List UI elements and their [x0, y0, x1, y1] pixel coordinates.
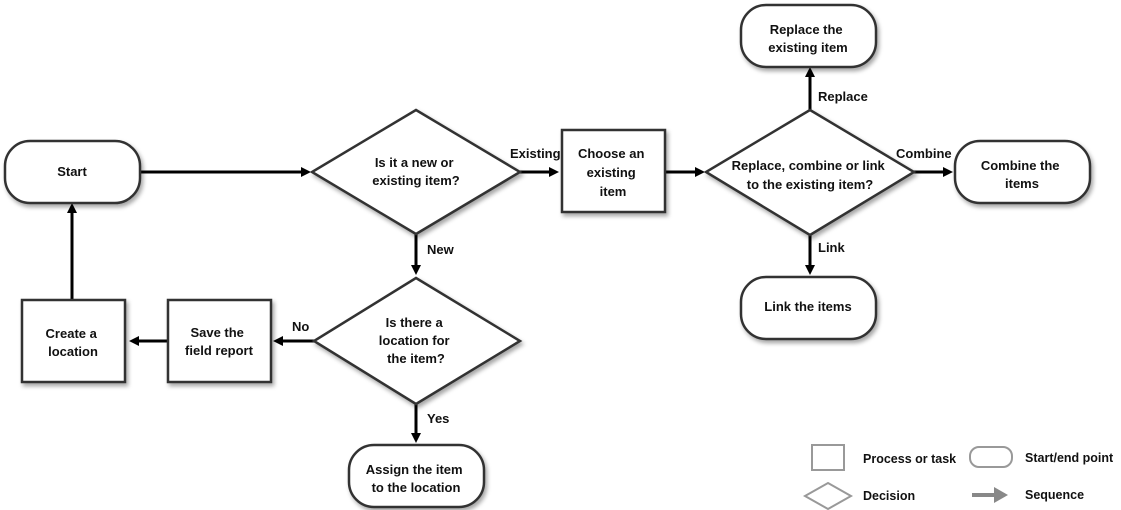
legend-start-end-label: Start/end point	[1025, 451, 1114, 465]
location-decision	[311, 276, 523, 406]
replace-combine-link-label: Replace, combine or link to the existing…	[732, 158, 889, 192]
legend-decision-icon	[802, 481, 854, 510]
replace-existing-label: Replace the existing item	[768, 22, 847, 55]
combine-items-terminal	[953, 139, 1092, 205]
legend-sequence-icon	[972, 487, 1008, 503]
legend-sequence-label: Sequence	[1025, 488, 1084, 502]
edge-label-yes: Yes	[427, 411, 449, 426]
node-labels: Start Is it a new or existing item? Choo…	[46, 22, 1063, 495]
choose-existing-process	[560, 128, 667, 214]
save-field-report-process	[166, 298, 273, 384]
link-items-label: Link the items	[764, 299, 851, 314]
edge-label-replace: Replace	[818, 89, 868, 104]
save-field-report-label: Save the field report	[185, 325, 254, 358]
edge-labels: Existing New Replace Combine Link No Yes	[292, 89, 952, 426]
legend-start-end-icon	[969, 446, 1013, 468]
legend-process-label: Process or task	[863, 452, 956, 466]
edge-label-new: New	[427, 242, 455, 257]
start-terminal	[3, 139, 142, 205]
edge-label-link: Link	[818, 240, 845, 255]
legend: Process or task Start/end point Decision…	[802, 444, 1114, 510]
replace-existing-terminal	[739, 3, 878, 69]
start-label: Start	[57, 164, 87, 179]
new-or-existing-label: Is it a new or existing item?	[372, 155, 459, 188]
create-location-process	[20, 298, 127, 384]
create-location-label: Create a location	[46, 326, 101, 359]
edge-label-no: No	[292, 319, 309, 334]
location-decision-label: Is there a location for the item?	[379, 315, 453, 366]
assign-location-terminal	[347, 443, 486, 509]
new-or-existing-decision	[309, 108, 523, 236]
edge-label-existing: Existing	[510, 146, 561, 161]
assign-location-label: Assign the item to the location	[366, 462, 466, 495]
choose-existing-label: Choose an existing item	[578, 146, 648, 199]
connectors	[67, 67, 953, 443]
legend-decision-label: Decision	[863, 489, 915, 503]
legend-process-icon	[811, 444, 845, 471]
replace-combine-link-decision	[703, 108, 917, 237]
link-items-terminal	[739, 275, 878, 341]
shapes	[3, 3, 1092, 509]
combine-items-label: Combine the items	[981, 158, 1063, 191]
edge-label-combine: Combine	[896, 146, 952, 161]
